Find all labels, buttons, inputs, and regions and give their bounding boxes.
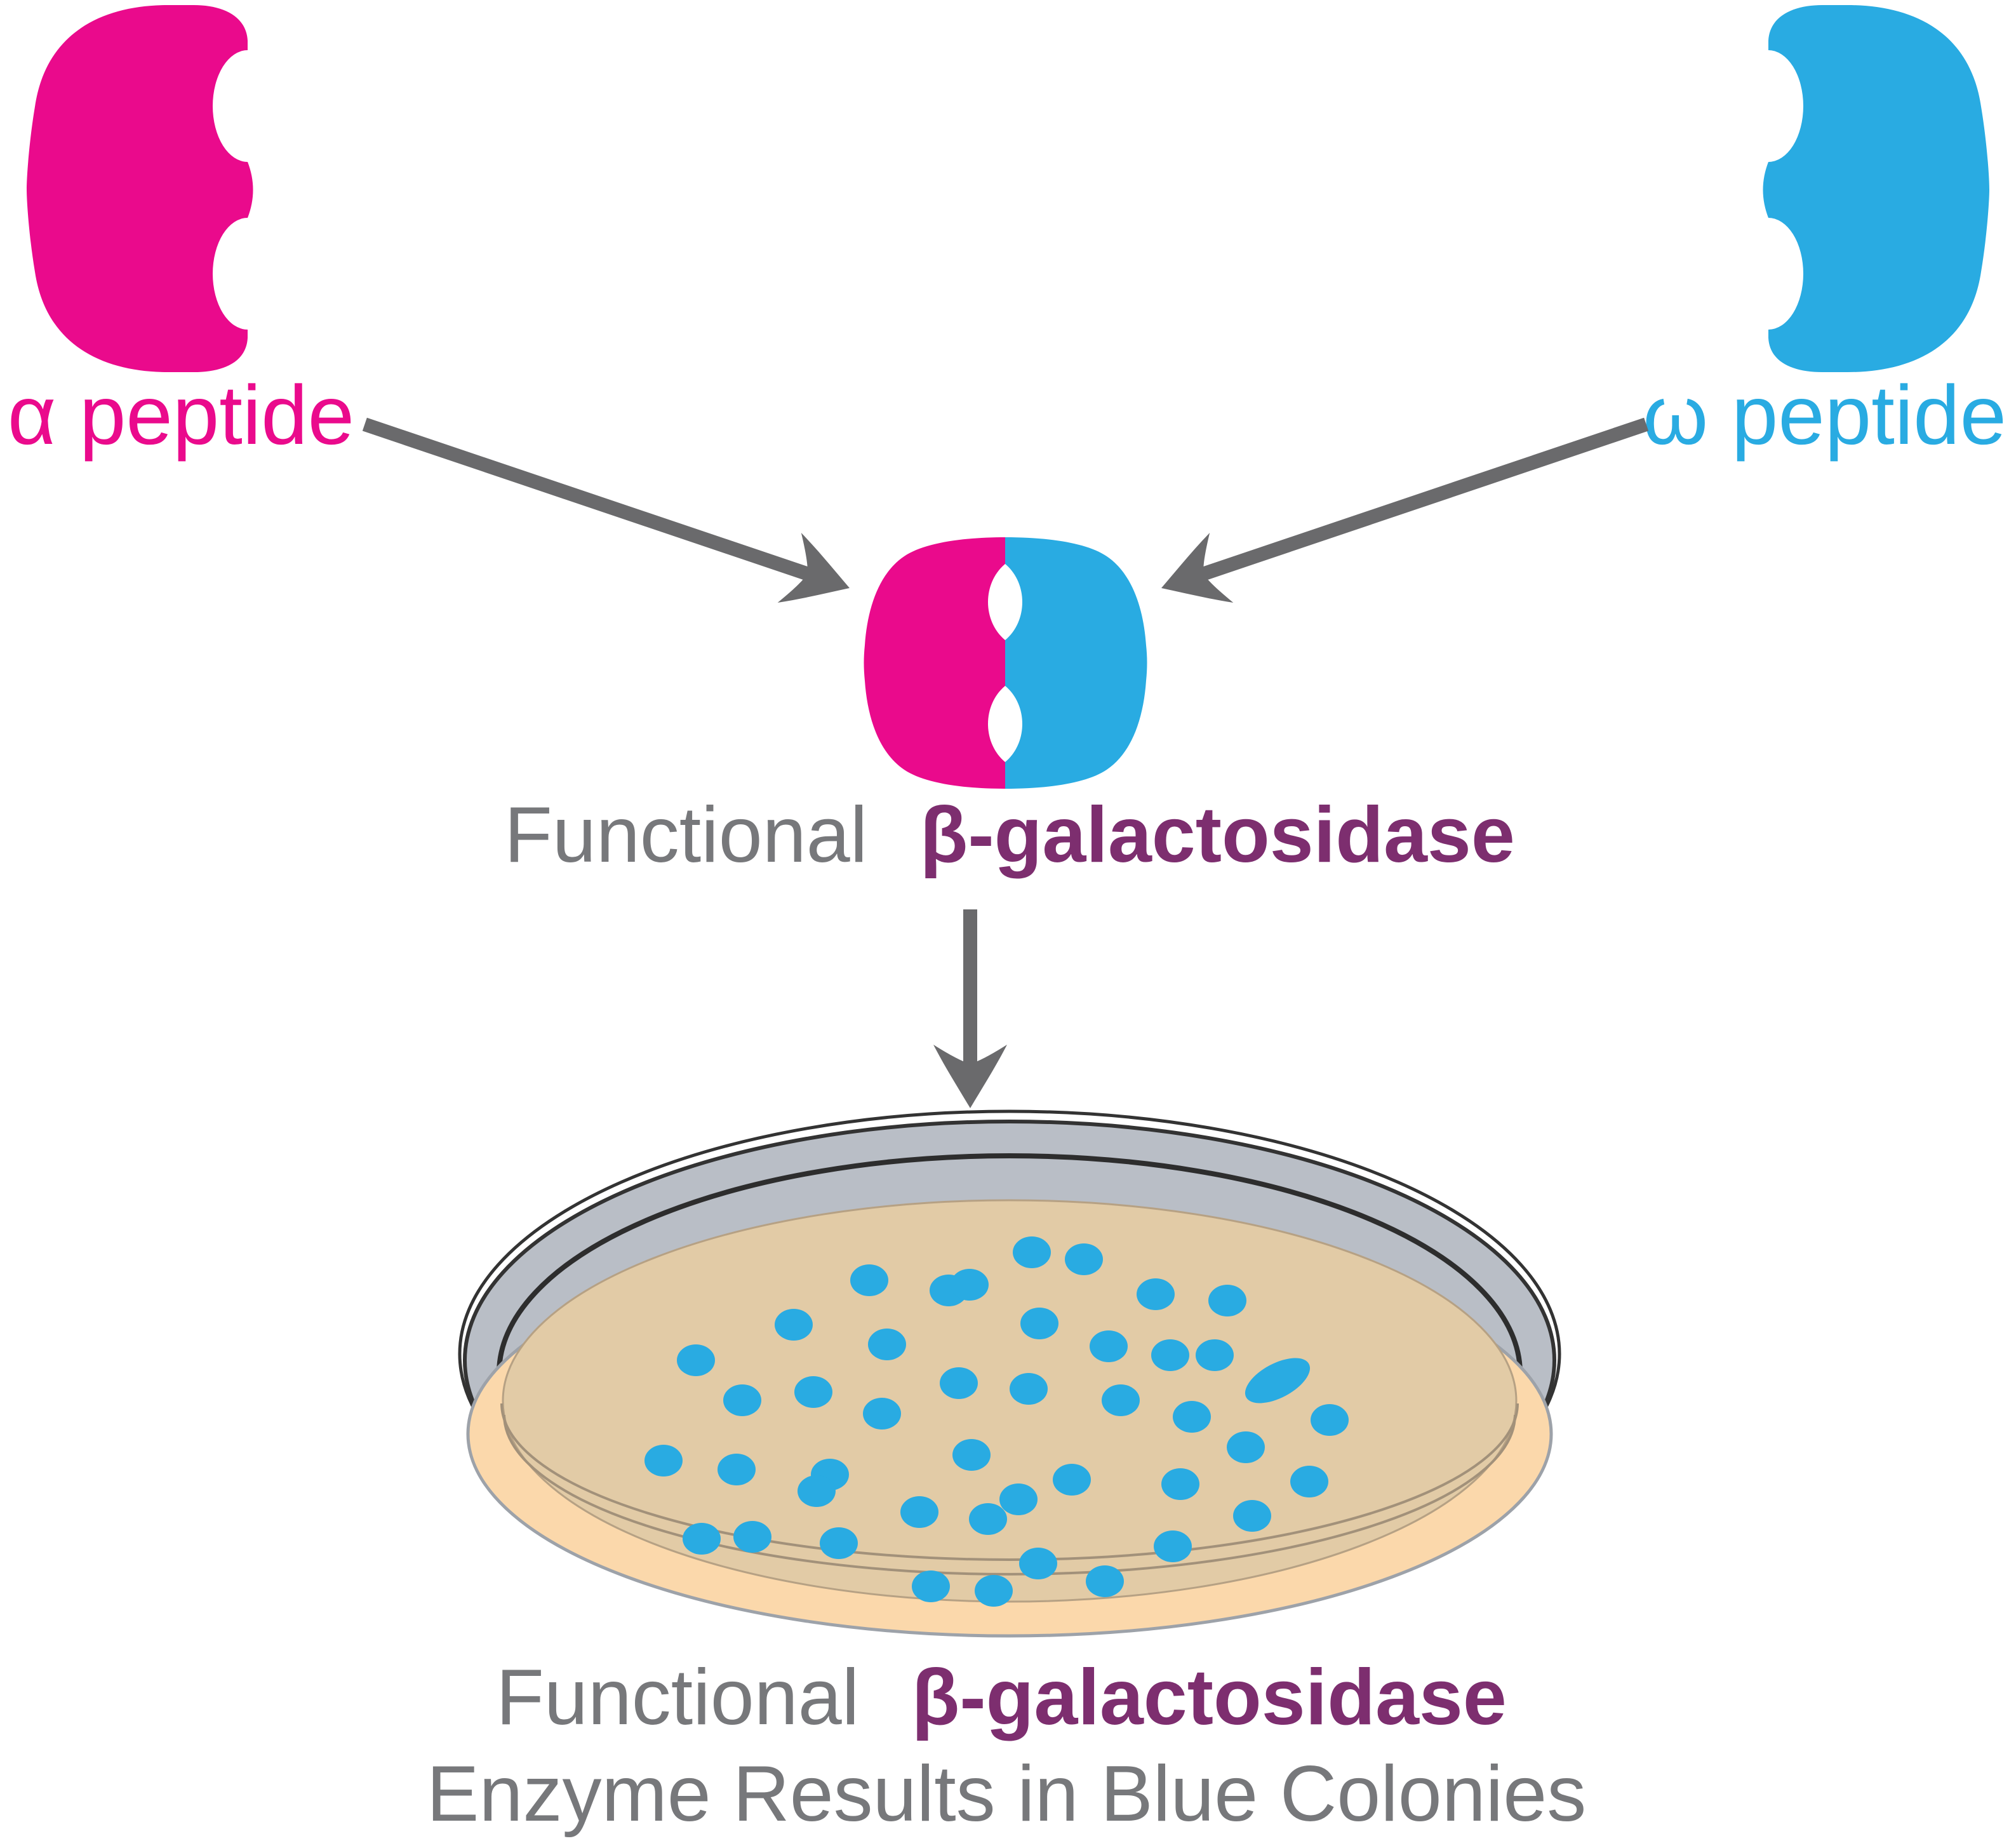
plate-caption-name: β-galactosidase [912,1654,1507,1741]
blue-colony [723,1384,761,1416]
arrow-enzyme-to-plate-icon [933,909,1007,1108]
enzyme-caption-name: β-galactosidase [920,791,1515,879]
blue-colony [798,1475,836,1507]
blue-colony [1086,1565,1124,1597]
arrow-alpha-to-enzyme-icon [362,417,862,623]
blue-colony [1053,1464,1091,1496]
blue-colony [1154,1530,1192,1562]
plate-caption-line1: Functional β-galactosidase [496,1654,1507,1741]
blue-colony [1208,1285,1246,1316]
blue-colony [1019,1548,1057,1579]
blue-colony [1102,1384,1140,1416]
blue-colony [733,1521,771,1553]
blue-colony [1065,1243,1103,1275]
agar-surface [502,1199,1518,1603]
omega-peptide-shape [1763,5,1989,372]
blue-colony [677,1344,715,1376]
blue-colony [999,1483,1038,1515]
blue-colony [868,1329,906,1360]
blue-colony [1020,1308,1058,1339]
omega-peptide-label: ω peptide [1643,368,2006,462]
blue-colony [912,1570,950,1602]
dish-bottom-edge-line-2 [503,1414,1516,1576]
blue-colony [1227,1431,1265,1463]
alpha-peptide-shape [27,5,253,372]
blue-colony [1245,1358,1311,1403]
petri-dish [458,1109,1561,1638]
blue-colony [644,1445,683,1476]
plate-caption-line2: Enzyme Results in Blue Colonies [427,1750,1586,1838]
blue-colony [1161,1468,1199,1500]
blue-colony [1137,1278,1175,1310]
dish-bottom-edge-line-1 [500,1403,1519,1561]
blue-colony [951,1269,989,1301]
blue-colony [952,1439,991,1471]
blue-colony [775,1309,813,1341]
blue-colony [900,1496,938,1528]
blue-colony [820,1527,858,1559]
enzyme-omega-half [1005,537,1147,789]
enzyme-alpha-half [864,537,1006,789]
blue-colony [794,1376,832,1408]
functional-enzyme-shape [864,537,1147,789]
blue-colony [850,1264,888,1296]
blue-colony [683,1523,721,1555]
blue-colony [718,1454,756,1485]
blue-colony [1196,1339,1234,1371]
colony-layer [644,1236,1349,1607]
blue-colony [940,1367,978,1399]
blue-colony [1311,1404,1349,1436]
blue-colony [863,1398,901,1430]
blue-colony [975,1575,1013,1607]
arrow-omega-to-enzyme-icon [1149,417,1649,623]
enzyme-caption-prefix: Functional [504,791,867,879]
blue-colony [1010,1373,1048,1405]
blue-colony [1090,1330,1128,1362]
blue-colony [969,1503,1007,1535]
blue-colony [1173,1401,1211,1433]
blue-colony [1013,1236,1051,1268]
enzyme-caption: Functional β-galactosidase [504,791,1515,879]
alpha-peptide-label: α peptide [8,368,354,462]
blue-colony [1290,1466,1328,1497]
blue-colony [1151,1339,1189,1371]
blue-colony [1233,1500,1271,1532]
plate-caption-prefix: Functional [496,1654,859,1741]
